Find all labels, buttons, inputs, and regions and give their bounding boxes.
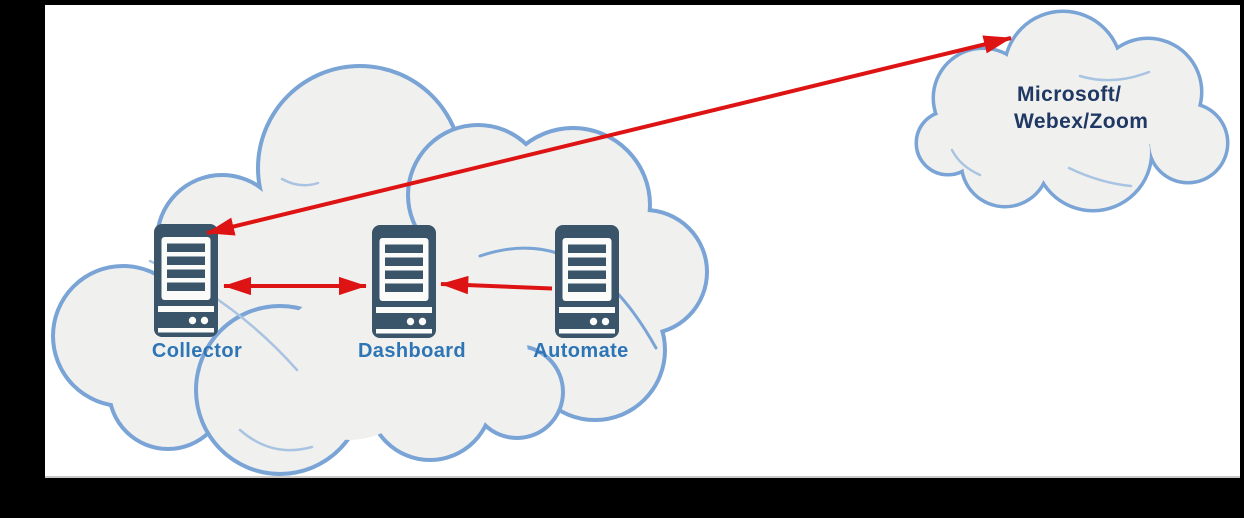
server-dashboard: Dashboard bbox=[358, 225, 466, 362]
external-cloud-label-line1: Microsoft/ bbox=[1017, 83, 1121, 106]
server-collector: Collector bbox=[152, 224, 242, 362]
server-label-collector: Collector bbox=[152, 340, 242, 362]
cloud-inner-arc bbox=[1078, 70, 1151, 82]
server-label-automate: Automate bbox=[533, 340, 628, 362]
cloud-inner-arc bbox=[1067, 166, 1133, 188]
arrow-collector-external-cloud bbox=[206, 35, 1012, 236]
external-cloud-label-line2: Webex/Zoom bbox=[1014, 110, 1148, 133]
server-icon bbox=[555, 225, 619, 338]
slide-bottom-edge bbox=[45, 476, 1240, 478]
cloud-inner-arc bbox=[238, 428, 314, 452]
server-label-dashboard: Dashboard bbox=[358, 340, 466, 362]
server-icon bbox=[154, 224, 218, 337]
server-automate: Automate bbox=[533, 225, 628, 362]
arrow-automate-dashboard bbox=[440, 275, 553, 295]
server-icon bbox=[372, 225, 436, 338]
